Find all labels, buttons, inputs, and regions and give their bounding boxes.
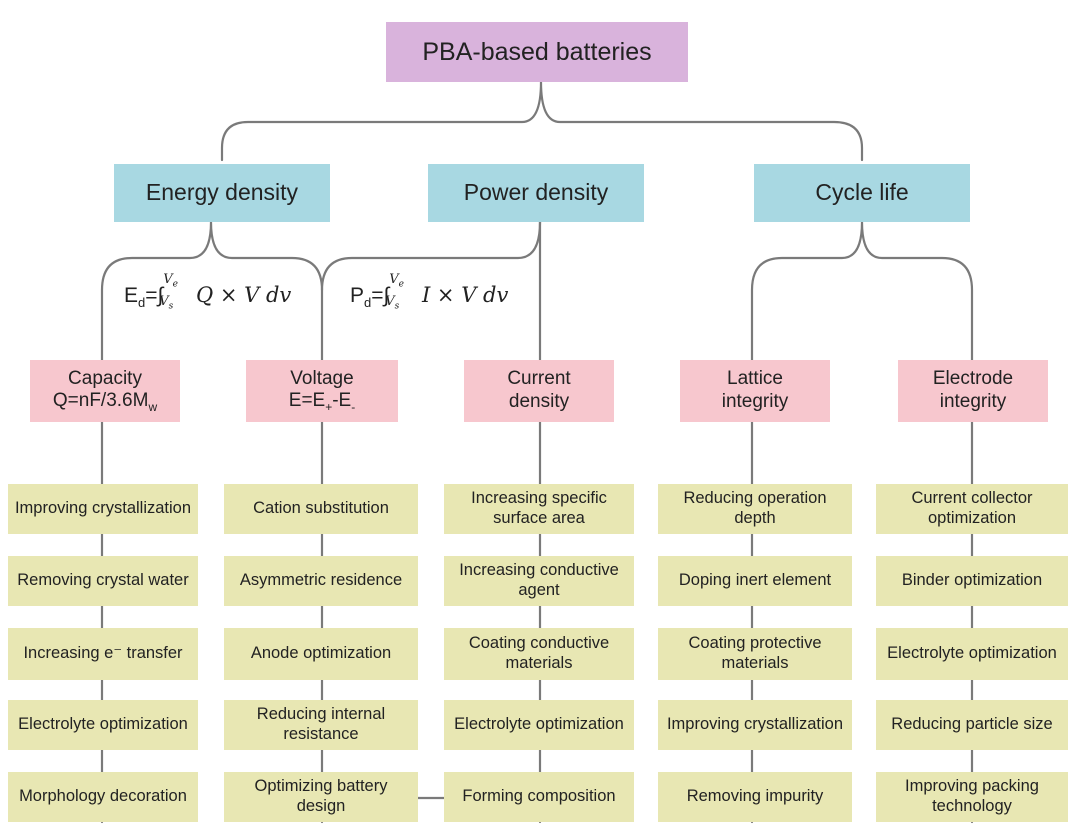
strategy-current-4: Electrolyte optimization [444, 700, 634, 750]
factor-capacity-title: Capacity [68, 367, 142, 389]
factor-voltage-formula: E=E+-E- [288, 390, 356, 415]
strategy-voltage-5: Optimizing battery design [224, 772, 418, 822]
strategy-lattice-1: Reducing operation depth [658, 484, 852, 534]
factor-lattice-integrity: Lattice integrity [680, 360, 830, 422]
factor-lattice-line1: Lattice [727, 368, 783, 390]
factor-lattice-line2: integrity [721, 391, 789, 412]
strategy-electrode-3: Electrolyte optimization [876, 628, 1068, 680]
root-node: PBA-based batteries [386, 22, 688, 82]
strategy-current-5: Forming composition [444, 772, 634, 822]
category-power-density: Power density [428, 164, 644, 222]
connector-cycle-brace [750, 221, 974, 362]
factor-voltage-title: Voltage [290, 367, 354, 389]
strategy-electrode-4: Reducing particle size [876, 700, 1068, 750]
strategy-current-2: Increasing conductive agent [444, 556, 634, 606]
connector-root-brace [220, 81, 864, 162]
factor-electrode-integrity: Electrode integrity [898, 360, 1048, 422]
strategy-capacity-4: Electrolyte optimization [8, 700, 198, 750]
strategy-current-1: Increasing specific surface area [444, 484, 634, 534]
factor-current-line1: Current [507, 368, 571, 390]
strategy-lattice-4: Improving crystallization [658, 700, 852, 750]
factor-capacity-formula: Q=nF/3.6Mw [52, 390, 158, 415]
strategy-capacity-2: Removing crystal water [8, 556, 198, 606]
factor-current-density: Current density [464, 360, 614, 422]
strategy-lattice-5: Removing impurity [658, 772, 852, 822]
factor-voltage: Voltage E=E+-E- [246, 360, 398, 422]
factor-electrode-line1: Electrode [932, 368, 1014, 390]
strategy-voltage-4: Reducing internal resistance [224, 700, 418, 750]
factor-capacity: Capacity Q=nF/3.6Mw [30, 360, 180, 422]
strategy-current-3: Coating conductive materials [444, 628, 634, 680]
strategy-capacity-5: Morphology decoration [8, 772, 198, 822]
strategy-capacity-1: Improving crystallization [8, 484, 198, 534]
strategy-electrode-1: Current collector optimization [876, 484, 1068, 534]
strategy-voltage-3: Anode optimization [224, 628, 418, 680]
strategy-capacity-3: Increasing e⁻ transfer [8, 628, 198, 680]
factor-electrode-line2: integrity [939, 391, 1007, 412]
strategy-lattice-2: Doping inert element [658, 556, 852, 606]
category-cycle-life: Cycle life [754, 164, 970, 222]
strategy-lattice-3: Coating protective materials [658, 628, 852, 680]
factor-current-line2: density [508, 391, 570, 412]
category-energy-density: Energy density [114, 164, 330, 222]
connector-power-brace [320, 220, 542, 292]
strategy-voltage-1: Cation substitution [224, 484, 418, 534]
strategy-electrode-2: Binder optimization [876, 556, 1068, 606]
strategy-voltage-2: Asymmetric residence [224, 556, 418, 606]
connector-energy-brace [100, 221, 324, 362]
strategy-electrode-5: Improving packing technology [876, 772, 1068, 822]
